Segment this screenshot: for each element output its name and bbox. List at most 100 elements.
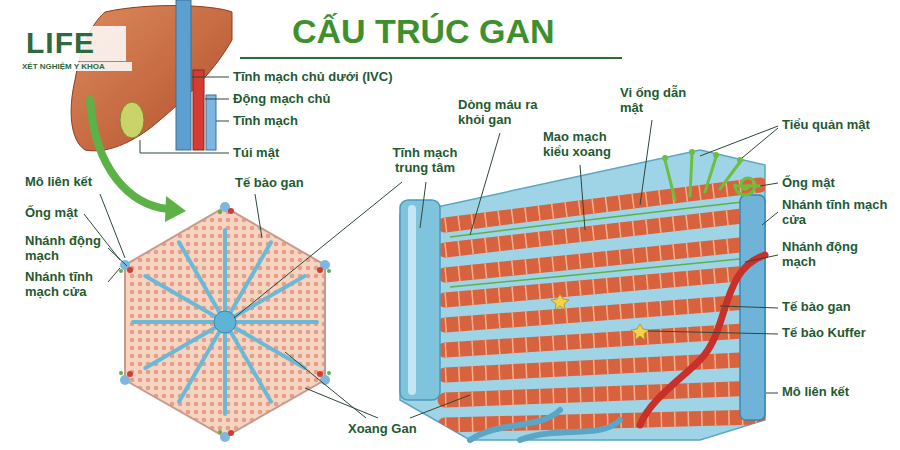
liver-organ [120,102,144,138]
bile-canaliculi [705,157,716,192]
part-label: Dòng máu ra khỏi gan [458,98,553,128]
liver-organ [193,70,204,150]
liver-lobule [225,320,317,324]
leader-line [700,126,778,156]
zoom-arrow [90,100,168,209]
part-label: Mao mạch kiểu xoang [543,130,628,160]
title-underline [240,58,622,59]
liver-lobule [223,322,227,414]
liver-lobule [228,430,234,436]
part-label: Túi mật [233,146,383,161]
part-label: Mô liên kết [782,385,894,400]
leader-line [762,212,778,225]
liver-lobule [228,208,234,214]
bile-canaliculi [665,160,675,200]
liver-lobule [119,202,331,442]
part-label: Nhánh tĩnh mạch cửa [25,270,105,300]
leader-line [420,182,426,228]
tissue-block [445,417,760,425]
leader-line [720,306,778,308]
bile-tips [662,149,743,163]
leader-line [108,268,120,282]
part-label: Xoang Gan [348,422,438,437]
liver-lobule [145,322,225,368]
liver-lobule [218,210,222,214]
leader-line [205,99,229,100]
tissue-block [445,243,760,275]
liver-lobule [179,242,225,322]
part-label: Ống mật [782,176,894,191]
liver-organ [176,0,191,150]
part-label: Nhánh động mạch [782,240,894,270]
liver-lobule [317,267,323,273]
liver-organ [206,95,216,150]
tissue-block [445,359,760,375]
tissue-block [408,205,416,395]
tissue-block [445,185,760,425]
liver-lobule [225,322,271,402]
bile-tips [662,155,668,161]
liver-lobule [127,371,133,377]
part-label: Tĩnh mạch trung tâm [380,146,470,176]
tissue-block [631,324,649,340]
liver-lobule [119,202,331,442]
leader-line [470,133,500,235]
liver-lobule [127,267,133,273]
liver-lobule [218,430,222,434]
tissue-block [400,150,765,440]
bile-tips [689,149,695,155]
bile-canaliculi [665,154,760,200]
liver-lobule [214,311,236,333]
liver-lobule [327,371,331,375]
liver-lobule [317,371,323,377]
leader-line [305,388,378,418]
part-label: Mô liên kết [25,175,107,190]
leader-line [255,194,262,238]
logo-text: LIFE [26,26,126,61]
part-label: Ống mật [25,206,105,221]
part-label: Động mạch chủ [233,92,383,107]
title-underline [240,57,622,59]
tissue-block [551,294,569,310]
bile-tips [713,152,719,158]
tissue-block [520,420,620,440]
part-label: Tế bào gan [782,300,894,315]
leader-line [766,393,778,394]
liver-lobule [119,371,123,375]
tissue-block [640,255,765,425]
part-label: Nhánh tĩnh mạch cửa [782,198,894,228]
liver-lobule [327,269,331,273]
bile-canaliculi [690,154,692,196]
leader-line [760,183,778,186]
leader-line [192,77,229,78]
tissue-block [445,359,760,375]
liver-lobule [223,230,227,322]
tissue-block [450,257,760,287]
tissue-block [445,185,760,425]
leader-line [410,395,470,418]
tissue-block [551,294,649,340]
tissue-block [445,301,760,325]
bile-canaliculi [735,178,755,195]
tissue-block [400,200,440,400]
liver-lobule [119,269,123,273]
part-label: Nhánh động mạch [25,234,105,264]
tissue-block [400,150,765,440]
zoom-arrow [90,100,186,222]
tissue-block [445,185,760,425]
leader-line [100,194,125,258]
leader-line [648,331,778,334]
leader-line [742,128,778,158]
tissue-block [445,272,760,300]
part-label: Vi ống dẫn mật [620,86,698,116]
liver-lobule [125,207,325,437]
liver-lobule [133,230,317,414]
tissue-block [445,272,760,300]
part-label: Tĩnh mạch [233,114,383,129]
diagram-title: CẤU TRÚC GAN [292,14,555,48]
leader-line [84,77,778,418]
liver-lobule [133,320,225,324]
tissue-block [445,388,760,400]
